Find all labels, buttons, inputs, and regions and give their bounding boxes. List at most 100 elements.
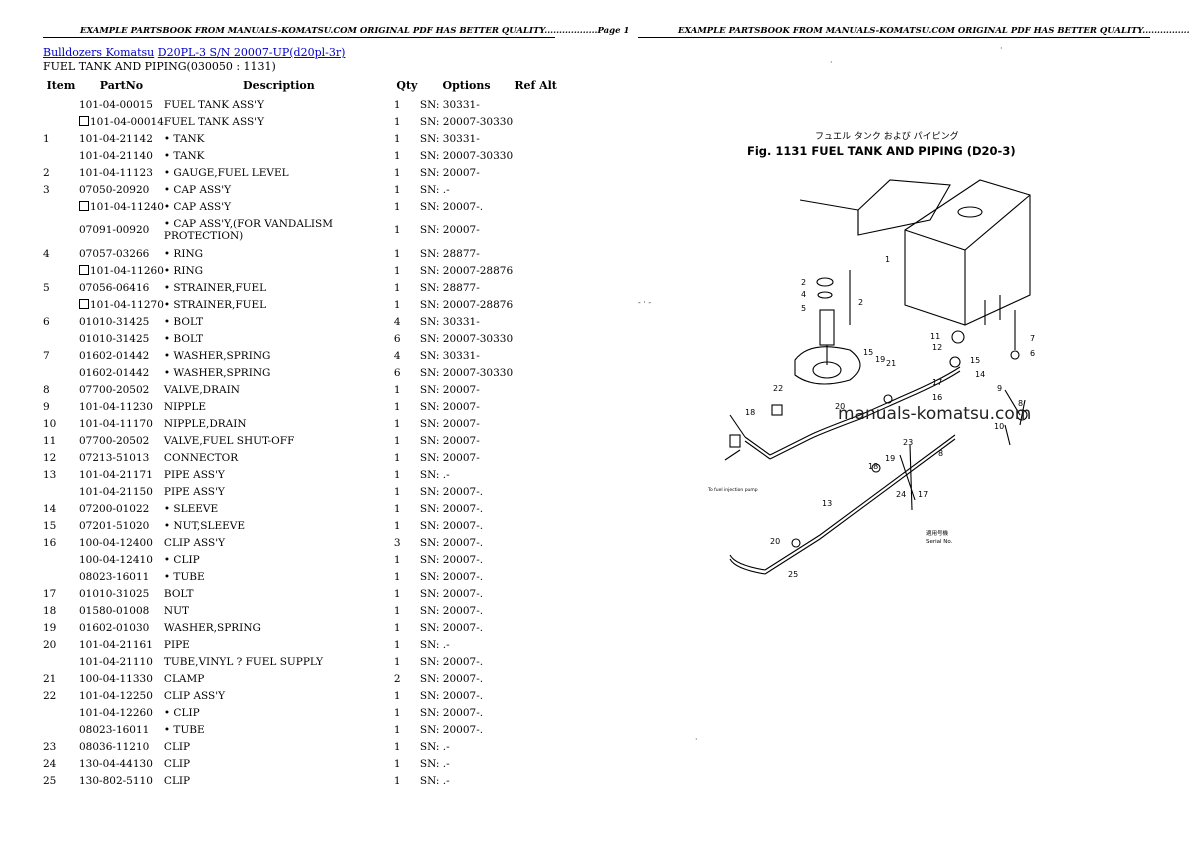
part-number: 07056-06416 (79, 281, 150, 294)
cell-description: CONNECTOR (163, 451, 239, 464)
cell-partno: 07091-00920 (79, 215, 164, 245)
svg-text:17: 17 (932, 378, 942, 387)
svg-text:15: 15 (970, 356, 980, 365)
svg-text:2: 2 (801, 278, 806, 287)
cell-item (43, 551, 79, 568)
cell-qty: 1 (393, 115, 401, 128)
part-number: 01580-01008 (79, 604, 150, 617)
cell-qty: 1 (393, 655, 401, 668)
part-number: 101-04-11270 (90, 298, 164, 311)
part-number: 01010-31025 (79, 587, 150, 600)
cell-description: • WASHER,SPRING (163, 349, 271, 362)
cell-partno: 101-04-21171 (79, 466, 164, 483)
svg-text:17: 17 (918, 490, 928, 499)
cell-description: CLAMP (163, 672, 205, 685)
cell-partno: 07213-51013 (79, 449, 164, 466)
cell-qty: 1 (393, 247, 401, 260)
part-number: 101-04-11170 (79, 417, 153, 430)
cell-refalt (513, 347, 558, 364)
cell-item (43, 483, 79, 500)
part-number: 08023-16011 (79, 570, 150, 583)
cell-options: SN: 20007- (419, 451, 480, 464)
cell-description: PIPE ASS'Y (163, 468, 225, 481)
cell-partno: 100-04-11330 (79, 670, 164, 687)
cell-item: 10 (43, 417, 57, 430)
svg-text:12: 12 (932, 343, 942, 352)
cell-refalt (513, 687, 558, 704)
cell-item (43, 215, 79, 245)
cell-item: 18 (43, 604, 57, 617)
cell-qty: 1 (393, 570, 401, 583)
part-number: 101-04-21110 (79, 655, 153, 668)
cell-refalt (513, 483, 558, 500)
breadcrumb-link-model[interactable]: D20PL-3 S/N 20007-UP(d20pl-3r) (157, 46, 346, 59)
cell-options: SN: 20007-30330 (419, 149, 514, 162)
cell-refalt (513, 198, 558, 215)
figure-title-jp: フュエル タンク および パイピング (815, 130, 959, 142)
cell-options: SN: 20007- (419, 400, 480, 413)
cell-qty: 1 (393, 468, 401, 481)
cell-refalt (513, 704, 558, 721)
cell-description: PIPE (163, 638, 190, 651)
cell-description: CLIP (163, 757, 191, 770)
serial-en: Serial No. (926, 539, 953, 545)
cell-partno: 01602-01442 (79, 347, 164, 364)
cell-description: • BOLT (163, 315, 204, 328)
cell-partno: 100-04-12410 (79, 551, 164, 568)
cell-options: SN: .- (419, 757, 450, 770)
svg-text:6: 6 (1030, 349, 1035, 358)
cell-partno: 101-04-11230 (79, 398, 164, 415)
cell-partno: 101-04-21161 (79, 636, 164, 653)
cell-description: CLIP ASS'Y (163, 536, 226, 549)
cell-item (43, 113, 79, 130)
cell-description: • TANK (163, 149, 205, 162)
cell-partno: 07057-03266 (79, 245, 164, 262)
svg-text:1: 1 (885, 255, 890, 264)
col-header-partno: PartNo (99, 78, 144, 92)
cell-item (43, 704, 79, 721)
cell-partno: 08023-16011 (79, 721, 164, 738)
cell-refalt (513, 517, 558, 534)
cell-description: • STRAINER,FUEL (163, 298, 267, 311)
svg-text:24: 24 (896, 490, 906, 499)
cell-partno: 07200-01022 (79, 500, 164, 517)
cell-item: 4 (43, 247, 50, 260)
cell-options: SN: 20007-. (419, 536, 484, 549)
cell-description: FUEL TANK ASS'Y (163, 115, 264, 128)
cell-partno: 01602-01030 (79, 619, 164, 636)
cell-refalt (513, 296, 558, 313)
cell-refalt (513, 602, 558, 619)
cell-qty: 1 (393, 451, 401, 464)
cell-qty: 6 (393, 332, 401, 345)
col-header-item: Item (46, 78, 76, 92)
part-number: 100-04-12400 (79, 536, 153, 549)
svg-text:25: 25 (788, 570, 798, 579)
svg-text:14: 14 (975, 370, 985, 379)
breadcrumb-link-category[interactable]: Bulldozers Komatsu (43, 46, 155, 59)
cell-refalt (513, 619, 558, 636)
part-number: 08036-11210 (79, 740, 150, 753)
cell-refalt (513, 381, 558, 398)
col-header-refalt: Ref Alt (514, 78, 557, 92)
cell-refalt (513, 449, 558, 466)
cell-qty: 1 (393, 281, 401, 294)
cell-item: 15 (43, 519, 57, 532)
cell-refalt (513, 466, 558, 483)
part-number: 07057-03266 (79, 247, 150, 260)
cell-refalt (513, 670, 558, 687)
cell-options: SN: 20007-. (419, 553, 484, 566)
part-number: 101-04-21161 (79, 638, 153, 651)
cell-qty: 1 (393, 604, 401, 617)
cell-qty: 1 (393, 98, 401, 111)
cell-partno: 08023-16011 (79, 568, 164, 585)
